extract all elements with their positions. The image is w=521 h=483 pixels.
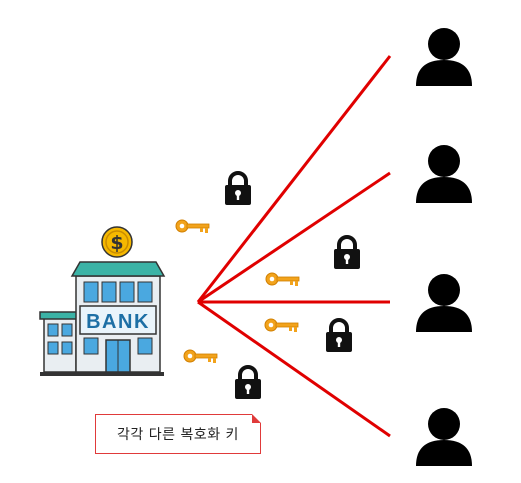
line-to-user-1 <box>196 55 392 303</box>
key-icon-2 <box>265 272 300 287</box>
key-icon-1 <box>175 219 210 234</box>
line-to-user-4 <box>197 300 391 438</box>
bank-sign: BANK <box>86 311 150 333</box>
lock-icon-1 <box>223 171 253 207</box>
caption-box: 각각 다른 복호화 키 <box>95 414 261 454</box>
connection-lines <box>196 55 392 438</box>
key-icon-3 <box>264 318 299 333</box>
lock-icon-4 <box>233 365 263 401</box>
user-icon-3 <box>416 274 472 332</box>
lock-icon-2 <box>332 235 362 271</box>
caption-text: 각각 다른 복호화 키 <box>117 427 239 443</box>
key-icon-4 <box>183 349 218 364</box>
coin-icon: $ <box>101 226 133 258</box>
bank-building: BANK <box>39 261 166 376</box>
user-icon-4 <box>416 408 472 466</box>
coin-symbol: $ <box>110 232 123 254</box>
user-icon-1 <box>416 28 472 86</box>
lock-icon-3 <box>324 318 354 354</box>
caption-fold <box>252 414 261 423</box>
user-icon-2 <box>416 145 472 203</box>
line-to-user-2 <box>197 171 391 304</box>
